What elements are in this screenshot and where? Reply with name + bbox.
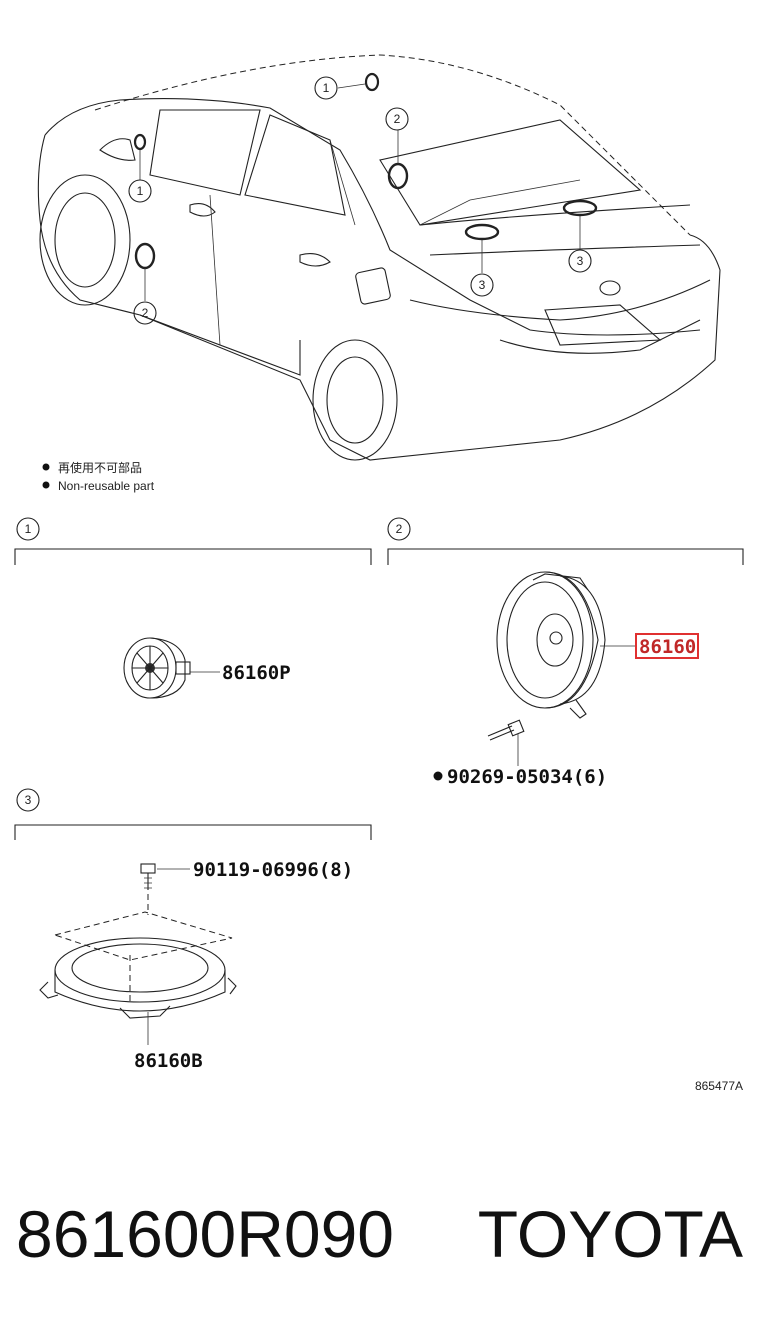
callout-2-rear: 2 bbox=[394, 112, 401, 126]
callout-2-front: 2 bbox=[142, 306, 149, 320]
section-3-number: 3 bbox=[25, 793, 32, 807]
diagram-code: 865477A bbox=[695, 1079, 743, 1093]
tweeter-86160P-drawing bbox=[123, 637, 191, 699]
part-label-86160B: 86160B bbox=[134, 1050, 203, 1072]
legend-line-2: Non-reusable part bbox=[58, 479, 155, 493]
callout-3-right: 3 bbox=[577, 254, 584, 268]
part-label-90119-06996: 90119-06996(8) bbox=[193, 859, 353, 881]
highlight-box bbox=[635, 633, 699, 659]
legend: 再使用不可部品 Non-reusable part bbox=[42, 460, 155, 493]
rivet-90269-drawing bbox=[487, 719, 525, 741]
car-callouts: 1 1 2 2 3 3 bbox=[128, 76, 592, 325]
car-illustration bbox=[37, 54, 721, 461]
section-2: 2 86160 90269-05034(6) bbox=[387, 517, 744, 788]
screw-90119-drawing bbox=[140, 863, 156, 890]
door-speaker-86160-drawing bbox=[496, 571, 606, 719]
legend-line-1: 再使用不可部品 bbox=[58, 460, 142, 475]
callout-1-top: 1 bbox=[323, 81, 330, 95]
callout-3-left: 3 bbox=[479, 278, 486, 292]
part-label-86160P: 86160P bbox=[222, 662, 291, 684]
callout-1-front: 1 bbox=[137, 184, 144, 198]
non-reusable-dot bbox=[433, 771, 443, 781]
section-3: 3 90119-06996(8) 86160B bbox=[14, 788, 372, 1072]
footer-brand: TOYOTA bbox=[478, 1197, 743, 1271]
footer-part-number: 861600R090 bbox=[16, 1197, 394, 1271]
oval-speaker-86160B-drawing bbox=[39, 894, 237, 1019]
section-2-number: 2 bbox=[396, 522, 403, 536]
part-label-86160: 86160 bbox=[639, 636, 696, 658]
part-label-90269-05034: 90269-05034(6) bbox=[447, 766, 607, 788]
section-1: 1 86160P bbox=[14, 517, 372, 699]
section-1-number: 1 bbox=[25, 522, 32, 536]
